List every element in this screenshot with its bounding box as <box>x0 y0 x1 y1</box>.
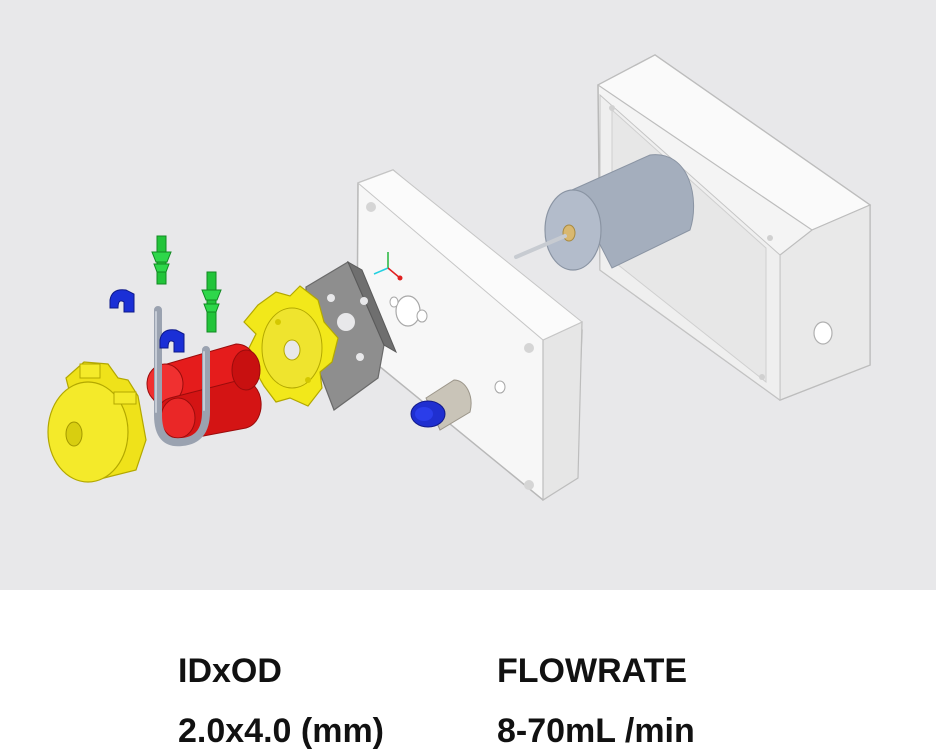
green-connector-right <box>201 271 222 333</box>
speed-knob <box>410 379 472 431</box>
blue-clip-bottom <box>159 329 185 353</box>
idod-value: 2.0x4.0 (mm) <box>178 712 384 750</box>
axis-gizmo <box>373 252 403 281</box>
silicone-tube <box>154 306 210 447</box>
idod-label: IDxOD <box>178 652 282 690</box>
rear-housing <box>596 54 872 401</box>
exploded-pump-diagram <box>47 54 872 502</box>
product-render <box>0 0 936 590</box>
green-connector-left <box>151 235 172 285</box>
flowrate-value: 8-70mL /min <box>497 712 695 750</box>
flowrate-label: FLOWRATE <box>497 652 688 690</box>
blue-clip-top <box>109 289 135 313</box>
yellow-rotor-holder <box>243 285 339 407</box>
tube-highlight <box>155 311 205 413</box>
dc-motor <box>514 154 695 271</box>
yellow-front-cover <box>47 361 147 483</box>
